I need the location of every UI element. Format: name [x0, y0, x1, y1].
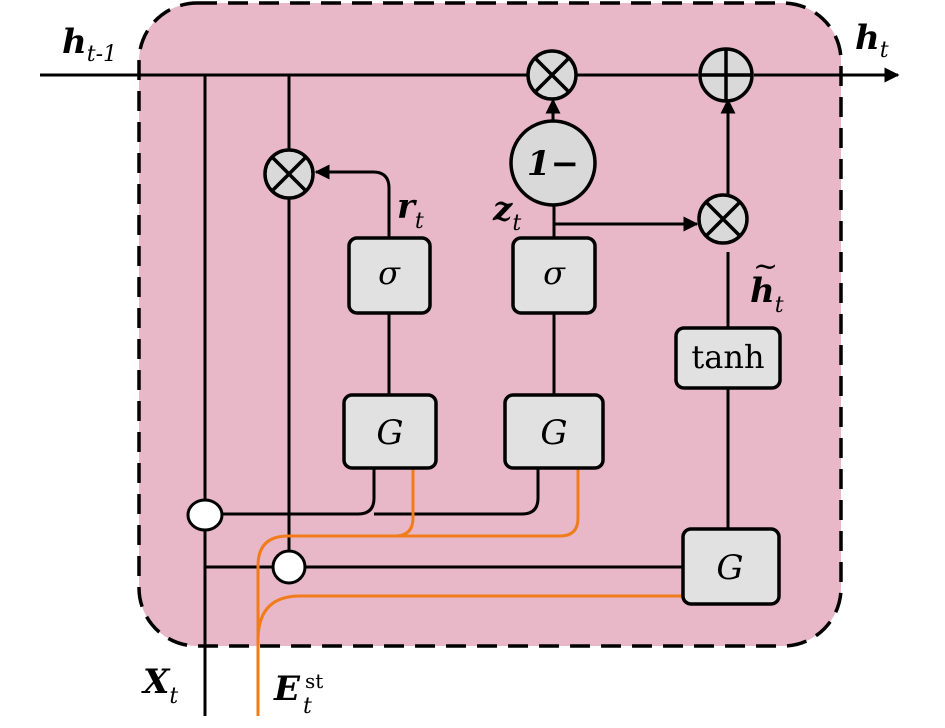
h-prev-label: ht-1 [62, 22, 117, 67]
candidate-multiply-op [697, 193, 749, 245]
x-input-label: Xt [141, 662, 178, 709]
sigma-update-label: σ [543, 254, 566, 292]
e-input-sub: t [303, 694, 312, 719]
e-input-sup: st [305, 669, 323, 693]
sum-op [698, 47, 754, 103]
reset-gate-label: rt [397, 187, 424, 234]
g-update-box: G [503, 393, 605, 470]
input-junction [186, 498, 224, 532]
candidate-state-label: ht [750, 271, 784, 318]
sigma-reset-label: σ [378, 254, 401, 292]
reset-multiply-op [263, 148, 315, 200]
update-gate-label: zt [492, 189, 521, 236]
tanh-label: tanh [691, 338, 764, 376]
reset-junction [271, 549, 307, 585]
g-update-label: G [540, 413, 567, 453]
h-out-label: ht [855, 18, 889, 63]
one-minus-label: 1− [527, 144, 579, 184]
g-reset-label: G [376, 413, 403, 453]
g-candidate-label: G [716, 548, 743, 588]
sigma-update-box: σ [511, 236, 597, 315]
tanh-box: tanh [674, 326, 782, 390]
graph-signal-wires [256, 468, 683, 716]
g-candidate-box: G [681, 527, 781, 606]
cell-body [137, 1, 843, 648]
one-minus-op: 1− [509, 119, 597, 207]
candidate-state-tilde: ~ [753, 249, 778, 284]
update-complement-multiply-op [526, 49, 578, 101]
g-reset-box: G [342, 393, 438, 470]
sigma-reset-box: σ [347, 236, 432, 315]
signal-wires [40, 67, 900, 716]
e-input-label: E [273, 669, 301, 709]
